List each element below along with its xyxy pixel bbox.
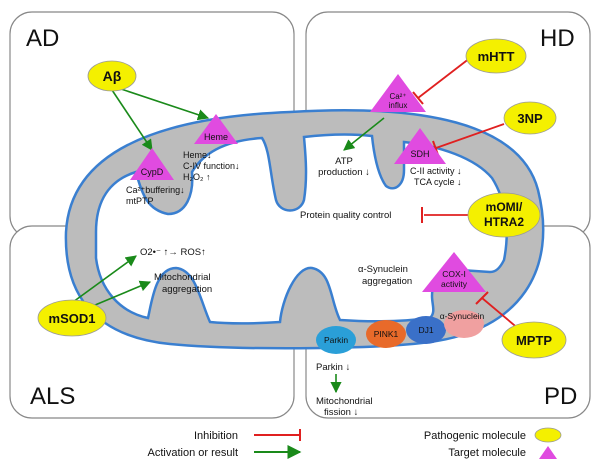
effect-heme-2: C-IV function↓	[183, 161, 240, 171]
protein-dj1-label: DJ1	[418, 325, 433, 335]
pathogenic-3np-label: 3NP	[517, 111, 543, 126]
pathogenic-mhtt	[465, 38, 527, 74]
effect-atp-1: ATP	[335, 156, 353, 167]
target-ca-label-2: influx	[389, 101, 408, 110]
effect-heme-1: Heme↓	[183, 150, 212, 160]
target-sdh-label: SDH	[410, 149, 429, 159]
quadrant-label-ad: AD	[26, 25, 59, 52]
pathogenic-momi-htra2	[467, 192, 541, 238]
inhibit-mhtt-ca	[417, 57, 471, 99]
target-heme	[194, 114, 238, 144]
legend-pathogenic-symbol	[534, 427, 562, 443]
quadrant-label-pd: PD	[544, 383, 577, 410]
pathogenic-msod1-label: mSOD1	[49, 311, 96, 326]
effect-cypd-2: mtPTP	[126, 196, 154, 206]
pathogenic-abeta-label: Aβ	[103, 68, 122, 84]
pathogenic-mptp	[501, 321, 567, 359]
pathogenic-3np	[503, 101, 557, 135]
protein-alpha-synuclein-label: α-Synuclein	[440, 311, 485, 321]
target-heme-label: Heme	[204, 132, 228, 142]
pathogenic-momi-label-2: HTRA2	[484, 215, 524, 229]
effect-sdh-1: C-II activity ↓	[410, 166, 462, 176]
effect-fission-2: fission ↓	[324, 407, 358, 418]
legend-pathogenic-label: Pathogenic molecule	[424, 430, 526, 442]
quadrant-label-als: ALS	[30, 383, 75, 410]
pathogenic-msod1	[37, 299, 107, 337]
protein-alpha-synuclein	[444, 310, 484, 338]
effect-mito-aggregation-2: aggregation	[162, 284, 212, 295]
target-ca-label-1: Ca²⁺	[389, 92, 406, 101]
legend-target-label: Target molecule	[448, 447, 526, 459]
quadrant-label-hd: HD	[540, 25, 575, 52]
protein-parkin-label: Parkin	[324, 335, 348, 345]
arrow-abeta-heme	[117, 87, 210, 121]
target-ca-influx	[370, 74, 426, 112]
pathogenic-abeta	[87, 60, 137, 92]
effect-fission-1: Mitochondrial	[316, 396, 373, 407]
target-cox-label-2: activity	[441, 279, 468, 289]
effect-sdh-2: TCA cycle ↓	[414, 177, 462, 187]
effect-syn-aggregation-2: aggregation	[362, 276, 412, 287]
effect-ros: O2•⁻ ↑→ ROS↑	[140, 247, 206, 258]
effect-protein-quality-control: Protein quality control	[300, 210, 391, 221]
arrow-abeta-cypd	[111, 89, 153, 151]
effect-cypd-1: Ca²⁺buffering↓	[126, 185, 185, 195]
legend-inhibition-label: Inhibition	[194, 430, 238, 442]
protein-pink1-label: PINK1	[374, 329, 399, 339]
protein-pink1	[366, 320, 406, 348]
arrow-ca-atp	[343, 117, 385, 151]
effect-syn-aggregation-1: α-Synuclein	[358, 264, 408, 275]
mitochondrion-inner	[94, 133, 508, 325]
effect-parkin-down: Parkin ↓	[316, 362, 350, 373]
target-cox-label-1: COX-I	[442, 269, 466, 279]
target-cox-i	[422, 252, 486, 292]
inhibit-mptp-cox	[481, 297, 521, 331]
pathogenic-momi-label-1: mOMI/	[486, 200, 523, 214]
target-cypd-label: CypD	[141, 167, 164, 177]
pathogenic-mhtt-label: mHTT	[478, 49, 515, 64]
protein-dj1	[406, 316, 446, 344]
effect-heme-3: H₂O₂ ↑	[183, 172, 211, 182]
legend-target-symbol	[539, 446, 557, 459]
protein-parkin	[316, 326, 356, 354]
legend-activation-label: Activation or result	[148, 447, 238, 459]
inhibit-3np-sdh	[435, 123, 505, 149]
target-sdh	[394, 128, 446, 164]
inhibit-mptp-cox-bar	[475, 291, 489, 305]
effect-mito-aggregation-1: Mitochondrial	[154, 272, 211, 283]
pathogenic-mptp-label: MPTP	[516, 333, 552, 348]
effect-atp-2: production ↓	[318, 167, 370, 178]
inhibit-mhtt-ca-bar	[412, 91, 424, 105]
target-cypd	[130, 148, 174, 180]
